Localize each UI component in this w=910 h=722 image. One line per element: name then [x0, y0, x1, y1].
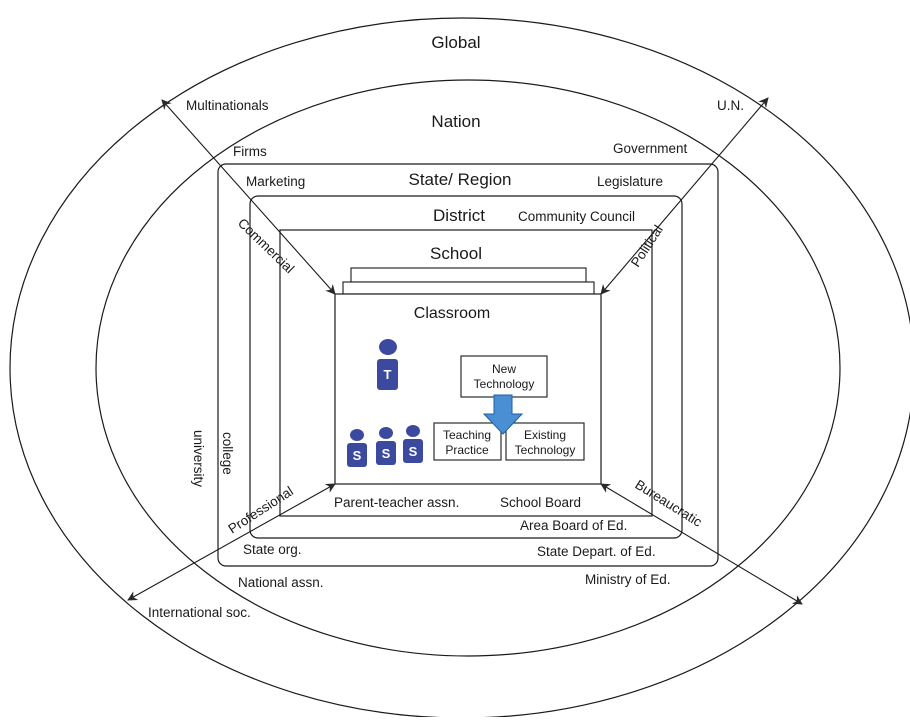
existing-technology-line1: Existing — [524, 428, 566, 442]
label-marketing: Marketing — [246, 174, 305, 189]
teacher-letter: T — [384, 367, 392, 382]
label-international-soc: International soc. — [148, 605, 251, 620]
nation-ellipse — [95, 79, 841, 657]
label-legislature: Legislature — [597, 174, 663, 189]
label-community-council: Community Council — [518, 209, 635, 224]
label-professional: Professional — [225, 483, 295, 536]
label-area-board: Area Board of Ed. — [520, 518, 627, 533]
label-firms: Firms — [233, 144, 267, 159]
district-box — [249, 195, 683, 539]
bureaucratic-arrow — [600, 483, 803, 605]
label-national-assn: National assn. — [238, 575, 324, 590]
state-region-box — [217, 163, 719, 567]
down-arrow-icon — [482, 394, 524, 435]
label-un: U.N. — [717, 98, 744, 113]
student-letter: S — [382, 446, 391, 461]
teaching-practice-box — [433, 422, 502, 461]
professional-arrow — [127, 483, 336, 601]
new-technology-line1: New — [492, 362, 516, 376]
label-multinationals: Multinationals — [186, 98, 269, 113]
existing-technology-line2: Technology — [515, 443, 576, 457]
label-bureaucratic: Bureaucratic — [632, 477, 704, 530]
level-nation: Nation — [431, 112, 480, 131]
level-state-region: State/ Region — [408, 170, 511, 189]
label-ministry: Ministry of Ed. — [585, 572, 671, 587]
commercial-arrow — [161, 99, 336, 295]
student-icon: S — [403, 425, 423, 463]
label-state-depart: State Depart. of Ed. — [537, 544, 656, 559]
teacher-icon: T — [377, 339, 398, 390]
existing-technology-box — [505, 422, 585, 461]
teaching-practice-line2: Practice — [445, 443, 489, 457]
school-box — [279, 229, 653, 517]
label-university: university — [191, 430, 206, 487]
student-letter: S — [409, 444, 418, 459]
label-state-org: State org. — [243, 542, 302, 557]
student-icon: S — [347, 429, 367, 467]
teaching-practice-line1: Teaching — [443, 428, 491, 442]
label-commercial: Commercial — [235, 215, 297, 276]
level-district: District — [433, 206, 485, 225]
student-icon: S — [376, 427, 396, 465]
school-roof-bottom — [342, 281, 595, 295]
new-technology-line2: Technology — [474, 377, 535, 391]
label-parent-teacher: Parent-teacher assn. — [334, 495, 459, 510]
label-government: Government — [613, 141, 688, 156]
level-global: Global — [431, 33, 480, 52]
level-classroom: Classroom — [414, 305, 490, 322]
school-roof-top — [350, 267, 587, 283]
student-letter: S — [353, 448, 362, 463]
label-school-board: School Board — [500, 495, 581, 510]
political-arrow — [600, 97, 769, 295]
level-school: School — [430, 244, 482, 263]
label-college: college — [220, 432, 235, 475]
